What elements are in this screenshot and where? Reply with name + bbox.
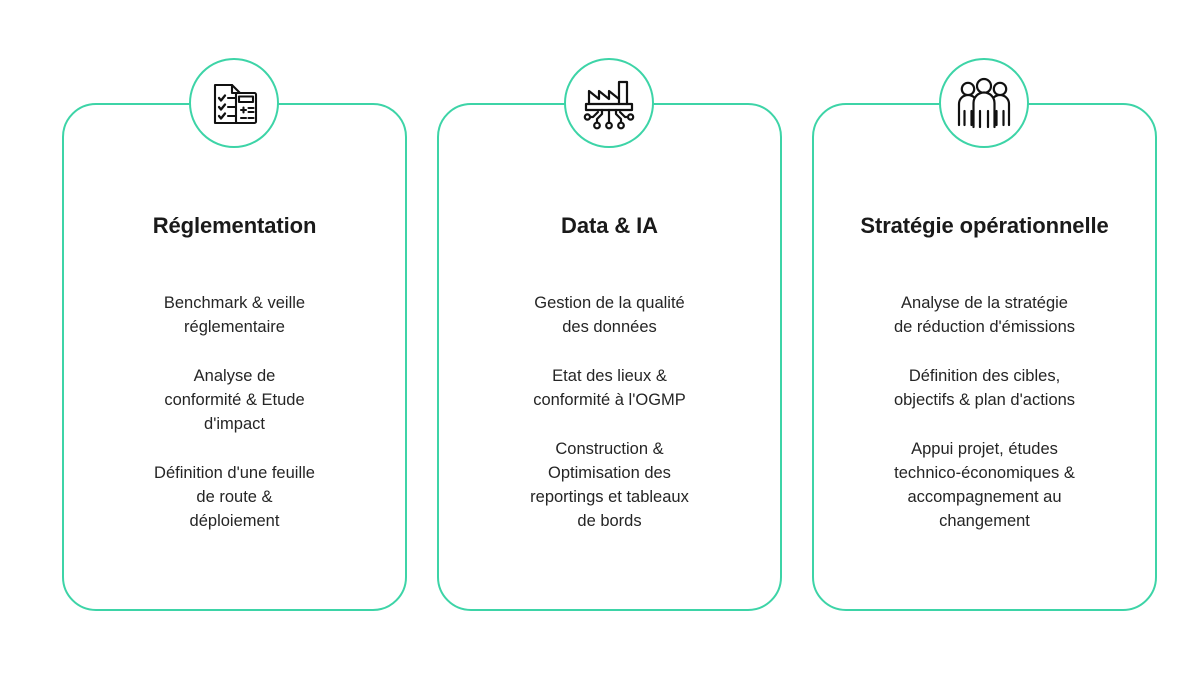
bullet-list: Analyse de la stratégie de réduction d'é… — [828, 291, 1141, 533]
icon-badge-strategie — [939, 58, 1029, 148]
list-item: Gestion de la qualité des données — [534, 294, 685, 336]
icon-badge-data-ia — [564, 58, 654, 148]
factory-circuit-icon — [582, 76, 636, 130]
list-item: Etat des lieux & conformité à l'OGMP — [533, 367, 686, 409]
card-strategie-operationnelle: Stratégie opérationnelle Analyse de la s… — [812, 103, 1157, 611]
page-title: Réglementation — [152, 213, 317, 238]
checklist-calculator-icon — [207, 76, 261, 130]
card-data-ia: Data & IA Gestion de la qualité des donn… — [437, 103, 782, 611]
page-title: Data & IA — [561, 213, 658, 238]
bullet-list: Benchmark & veille réglementaire Analyse… — [78, 291, 391, 533]
list-item: Construction & Optimisation des reportin… — [530, 440, 689, 530]
three-people-icon — [956, 77, 1012, 129]
card-reglementation: Réglementation Benchmark & veille réglem… — [62, 103, 407, 611]
list-item: Définition des cibles, objectifs & plan … — [893, 367, 1076, 409]
list-item: Appui projet, études technico-économique… — [894, 440, 1075, 530]
list-item: Analyse de conformité & Etude d'impact — [164, 367, 305, 433]
icon-badge-reglementation — [189, 58, 279, 148]
list-item: Benchmark & veille réglementaire — [163, 294, 306, 336]
list-item: Analyse de la stratégie de réduction d'é… — [893, 294, 1076, 336]
bullet-list: Gestion de la qualité des données Etat d… — [453, 291, 766, 533]
page-title: Stratégie opérationnelle — [860, 213, 1109, 238]
list-item: Définition d'une feuille de route & dépl… — [154, 464, 315, 530]
